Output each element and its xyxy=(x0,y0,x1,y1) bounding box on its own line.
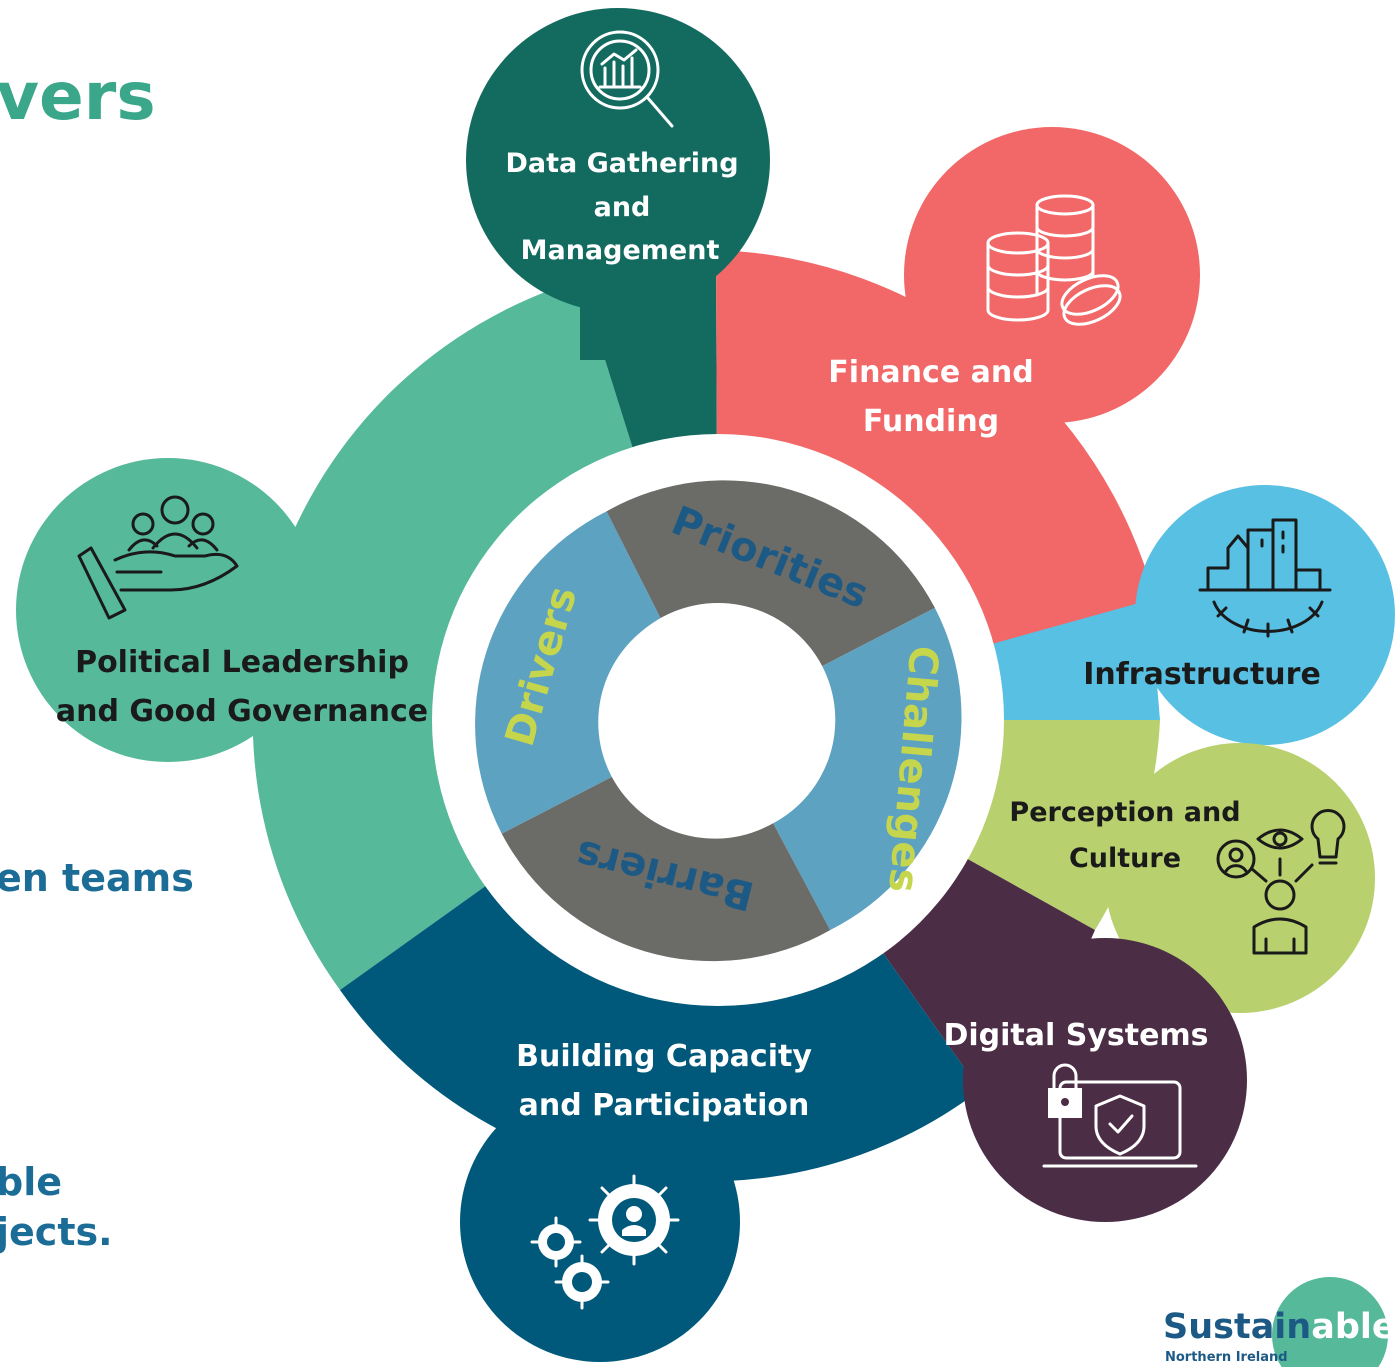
ring-center-hole xyxy=(601,603,835,837)
svg-text:Perception and: Perception and xyxy=(1009,797,1240,828)
city-gear-icon xyxy=(1198,518,1332,638)
svg-text:and Good Governance: and Good Governance xyxy=(56,694,428,729)
ring-segment-drivers xyxy=(475,511,661,834)
svg-text:Building Capacity: Building Capacity xyxy=(516,1039,812,1074)
svg-text:Data Gathering: Data Gathering xyxy=(505,148,738,179)
body-text-line-2: ble xyxy=(0,1160,62,1204)
body-text-line-1: en teams xyxy=(0,856,194,900)
label-digital: Digital Systems xyxy=(943,1018,1208,1053)
hand-people-icon xyxy=(77,495,239,620)
svg-text:Funding: Funding xyxy=(863,404,999,439)
svg-text:Digital Systems: Digital Systems xyxy=(943,1018,1208,1053)
svg-text:and: and xyxy=(594,192,651,223)
circle-finance xyxy=(904,127,1200,423)
label-capacity: Building Capacity and Participation xyxy=(516,1039,812,1123)
svg-text:Culture: Culture xyxy=(1069,843,1181,874)
label-data-gathering: Data Gathering and Management xyxy=(505,148,738,266)
coin-stack-icon xyxy=(986,194,1122,326)
circle-data-gathering xyxy=(466,8,770,312)
ring-segment-priorities xyxy=(606,480,935,667)
central-ring xyxy=(475,480,962,962)
label-infrastructure: Infrastructure xyxy=(1083,657,1321,692)
logo-circle xyxy=(1272,1277,1388,1367)
label-political: Political Leadership and Good Governance xyxy=(56,645,428,729)
slide-heading: vers xyxy=(0,58,156,135)
people-idea-icon xyxy=(1216,809,1346,955)
svg-text:Political Leadership: Political Leadership xyxy=(75,645,409,680)
sustainable-ni-logo: Sustainable Northern Ireland xyxy=(1163,1277,1396,1367)
circle-digital xyxy=(963,938,1247,1222)
ring-segment-barriers xyxy=(501,776,831,962)
svg-text:Management: Management xyxy=(521,235,720,266)
svg-text:and Participation: and Participation xyxy=(519,1088,810,1123)
svg-text:Sustainable: Sustainable xyxy=(1163,1307,1396,1347)
ring-segment-challenges xyxy=(773,607,962,931)
label-finance: Finance and Funding xyxy=(828,355,1033,439)
laptop-shield-icon xyxy=(1042,1063,1198,1168)
svg-text:Northern Ireland: Northern Ireland xyxy=(1165,1350,1288,1365)
svg-text:Infrastructure: Infrastructure xyxy=(1083,657,1321,692)
gears-people-icon xyxy=(530,1174,680,1310)
body-text-line-3: jects. xyxy=(0,1210,113,1254)
circle-infrastructure xyxy=(1135,485,1395,745)
label-perception: Perception and Culture xyxy=(1009,797,1240,874)
svg-text:Finance and: Finance and xyxy=(828,355,1033,390)
circle-political xyxy=(16,458,320,762)
magnifier-chart-icon xyxy=(580,30,674,128)
stem-data-gathering xyxy=(580,240,716,360)
